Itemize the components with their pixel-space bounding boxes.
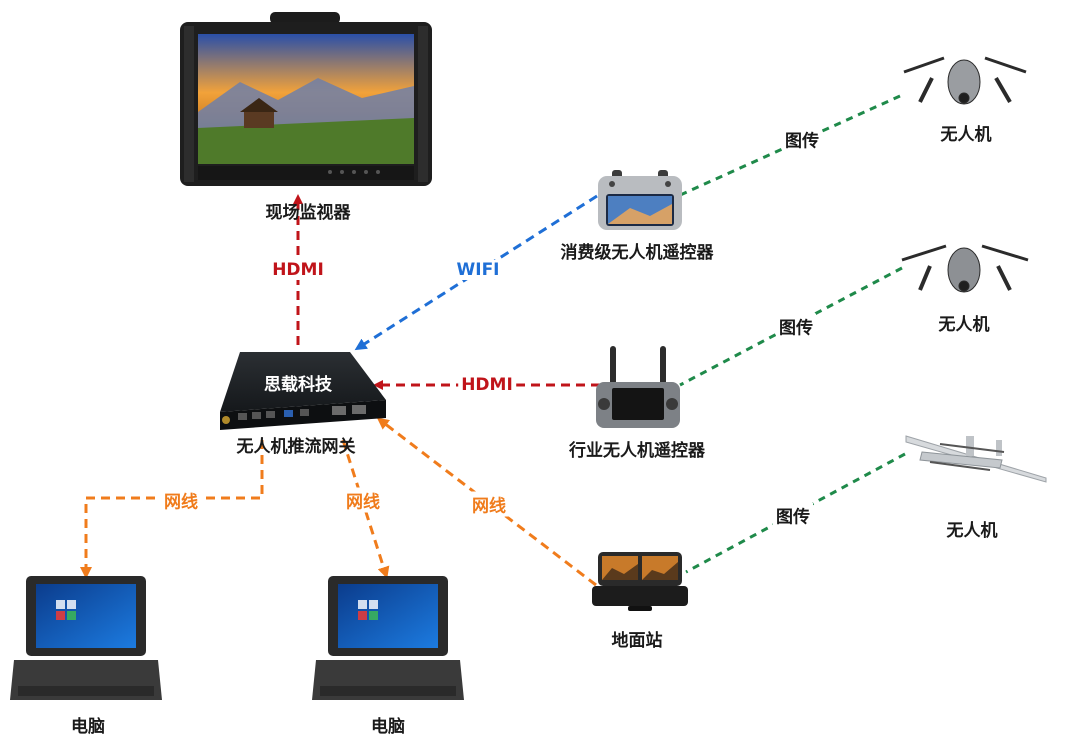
edge-label-gateway-laptop-2: 网线 (343, 487, 383, 513)
edge-gateway-laptop-1 (80, 440, 264, 579)
laptop-1-label: 电脑 (71, 717, 105, 737)
drone-3-device (905, 435, 1047, 483)
edge-label-gateway-laptop-1: 网线 (161, 487, 201, 513)
industry-rc-label: 行业无人机遥控器 (569, 441, 705, 461)
edge-label-drone-1-consumer-rc: 图传 (782, 126, 822, 152)
edge-gateway-laptop-2 (341, 439, 390, 579)
gateway-label: 无人机推流网关 (236, 437, 356, 457)
ground-station-label: 地面站 (611, 631, 663, 651)
edge-label-industry-rc-gateway: HDMI (458, 375, 516, 395)
ground-station-device (592, 552, 688, 611)
edge-drone-3-ground-station (685, 452, 906, 574)
drone-2-label: 无人机 (938, 315, 990, 335)
edge-label-ground-station-gateway: 网线 (469, 491, 509, 517)
edge-label-drone-2-industry-rc: 图传 (776, 313, 816, 339)
monitor-device (180, 12, 432, 186)
gateway-brand-text: 思载科技 (264, 375, 332, 395)
laptop-1-device (10, 576, 162, 700)
gateway-device (220, 352, 386, 430)
industry-rc-device (596, 346, 680, 428)
consumer-rc-device (598, 170, 682, 230)
drone-1-label: 无人机 (940, 125, 992, 145)
drone-3-label: 无人机 (946, 521, 998, 541)
consumer-rc-label: 消费级无人机遥控器 (560, 243, 714, 263)
edge-drone-2-industry-rc (679, 266, 903, 387)
edge-label-consumer-rc-gateway: WIFI (453, 260, 503, 280)
laptop-2-device (312, 576, 464, 700)
laptop-2-label: 电脑 (371, 717, 405, 737)
drone-2-device (901, 244, 1029, 293)
edge-label-drone-3-ground-station: 图传 (773, 502, 813, 528)
monitor-label: 现场监视器 (265, 203, 351, 223)
edge-label-gateway-monitor: HDMI (269, 260, 327, 280)
drone-1-device (903, 56, 1027, 105)
